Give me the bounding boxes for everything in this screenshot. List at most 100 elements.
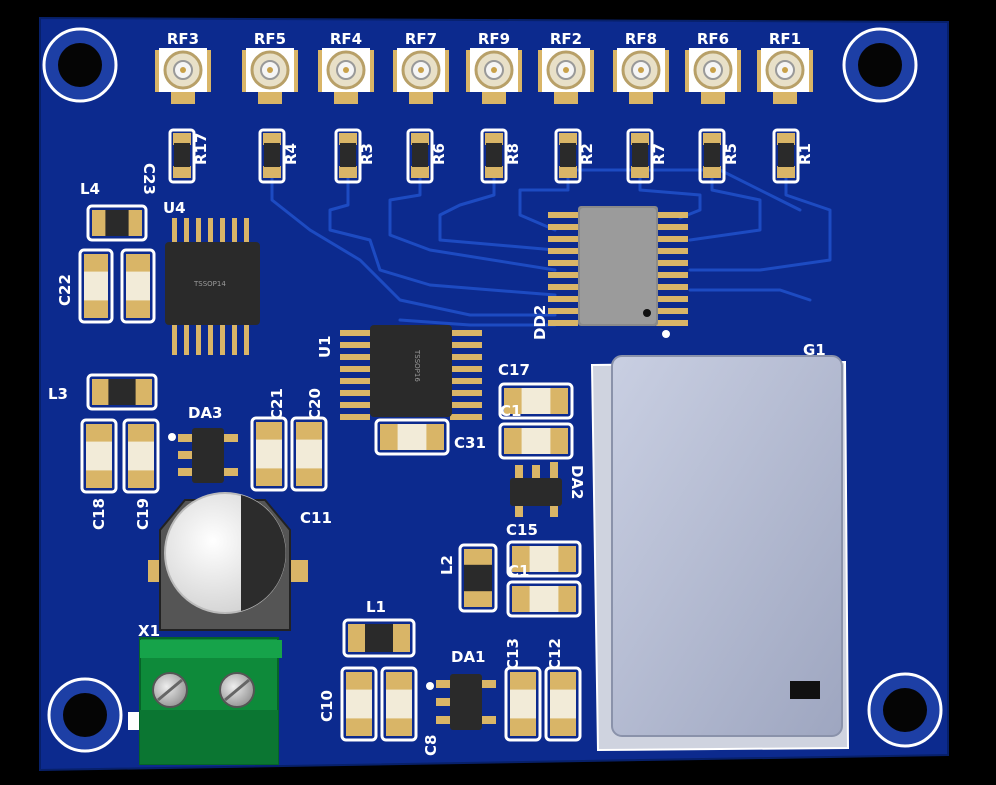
- smd-component: [290, 416, 328, 492]
- label-c21: C21: [268, 388, 286, 420]
- label-l4: L4: [80, 180, 100, 198]
- label-c11: C11: [300, 509, 332, 527]
- label-da2: DA2: [568, 465, 586, 500]
- smd-passives: [78, 204, 582, 742]
- sma-connector-icon: RF7: [393, 30, 449, 104]
- label-x1: X1: [138, 622, 160, 640]
- mounting-hole-icon: [867, 672, 943, 748]
- label-c15: C15: [506, 521, 538, 539]
- smd-component: [78, 248, 114, 324]
- smd-component: [250, 416, 288, 492]
- rf-connector-label: RF4: [330, 30, 362, 48]
- label-da3: DA3: [188, 404, 223, 422]
- smd-component: [340, 666, 378, 742]
- resistor-label: R2: [578, 143, 596, 165]
- label-c10: C10: [318, 690, 336, 722]
- resistor-label: R1: [796, 143, 814, 165]
- rf-module-g1: [590, 355, 850, 752]
- label-c1b: C1: [508, 562, 529, 580]
- resistor: R6: [406, 128, 448, 184]
- resistor: R3: [334, 128, 376, 184]
- rf-connector-label: RF9: [478, 30, 510, 48]
- rf-connector-label: RF6: [697, 30, 729, 48]
- mounting-hole-icon: [42, 27, 118, 103]
- ic-u4: TSSOP14: [165, 218, 260, 355]
- smd-component: [498, 422, 574, 460]
- rf-connector-label: RF3: [167, 30, 199, 48]
- resistor: R4: [258, 128, 300, 184]
- ic-dd2: [548, 206, 688, 338]
- label-c17: C17: [498, 361, 530, 379]
- rf-connector-label: RF5: [254, 30, 286, 48]
- u4-package-label: TSSOP14: [193, 280, 226, 288]
- label-c20: C20: [306, 388, 324, 420]
- u1-package-label: TSSOP16: [413, 349, 421, 382]
- resistor: R17: [168, 128, 210, 184]
- label-c12: C12: [546, 638, 564, 670]
- resistor: R5: [698, 128, 740, 184]
- label-dd2: DD2: [531, 305, 549, 340]
- sma-connector-icon: RF4: [318, 30, 374, 104]
- smd-component: [380, 666, 418, 742]
- resistor: R8: [480, 128, 522, 184]
- label-g1: G1: [803, 341, 826, 359]
- resistor: R2: [554, 128, 596, 184]
- ic-u1: TSSOP16: [340, 325, 482, 420]
- label-u1: U1: [316, 335, 334, 358]
- mounting-hole-icon: [842, 27, 918, 103]
- label-c19: C19: [134, 498, 152, 530]
- sma-connector-icon: RF5: [242, 30, 298, 104]
- resistor-label: R5: [722, 143, 740, 165]
- resistor-row: R17 R4 R3 R6 R8 R2 R7 R5 R1: [168, 128, 814, 184]
- ic-da2: [510, 462, 562, 517]
- capacitor-c11: [148, 492, 308, 631]
- mounting-hole-icon: [47, 677, 123, 753]
- label-c22: C22: [56, 274, 74, 306]
- smd-component: [498, 382, 574, 420]
- resistor-label: R3: [358, 143, 376, 165]
- smd-component: [86, 373, 158, 411]
- sma-connector-icon: RF9: [466, 30, 522, 104]
- label-c13: C13: [504, 638, 522, 670]
- label-u4: U4: [163, 199, 186, 217]
- smd-component: [120, 248, 156, 324]
- smd-component: [504, 666, 542, 742]
- rf-connector-label: RF1: [769, 30, 801, 48]
- silkscreen-labels: U4 U1 DD2 G1 X1 DA3 DA2 DA1 L4 L3 L2 L1 …: [48, 163, 826, 756]
- ic-da3: [168, 428, 238, 483]
- smd-component: [458, 543, 498, 613]
- rf-connector-row: RF3 RF5 RF4 RF7 RF9 RF2 RF8 RF6 RF1: [155, 30, 813, 104]
- sma-connector-icon: RF1: [757, 30, 813, 104]
- rf-connector-label: RF7: [405, 30, 437, 48]
- label-l3: L3: [48, 385, 68, 403]
- smd-component: [86, 204, 148, 242]
- sma-connector-icon: RF3: [155, 30, 211, 104]
- rf-connector-label: RF2: [550, 30, 582, 48]
- label-c23: C23: [140, 163, 158, 195]
- label-c8: C8: [422, 735, 440, 756]
- rf-connector-label: RF8: [625, 30, 657, 48]
- smd-component: [506, 540, 582, 578]
- label-c1a: C1: [500, 402, 521, 420]
- sma-connector-icon: RF6: [685, 30, 741, 104]
- smd-component: [342, 618, 416, 658]
- resistor-label: R7: [650, 143, 668, 165]
- label-l1: L1: [366, 598, 386, 616]
- label-c31: C31: [454, 434, 486, 452]
- resistor-label: R4: [282, 143, 300, 165]
- smd-component: [374, 418, 450, 456]
- terminal-screw-icon: [152, 672, 188, 708]
- terminal-screw-icon: [219, 672, 255, 708]
- smd-component: [506, 580, 582, 618]
- resistor-label: R8: [504, 143, 522, 165]
- terminal-x1: [128, 637, 282, 765]
- resistor-label: R17: [192, 133, 210, 165]
- label-l2: L2: [438, 555, 456, 575]
- smd-component: [544, 666, 582, 742]
- resistor-label: R6: [430, 143, 448, 165]
- resistor: R7: [626, 128, 668, 184]
- smd-component: [122, 418, 160, 494]
- ic-da1: [426, 674, 496, 730]
